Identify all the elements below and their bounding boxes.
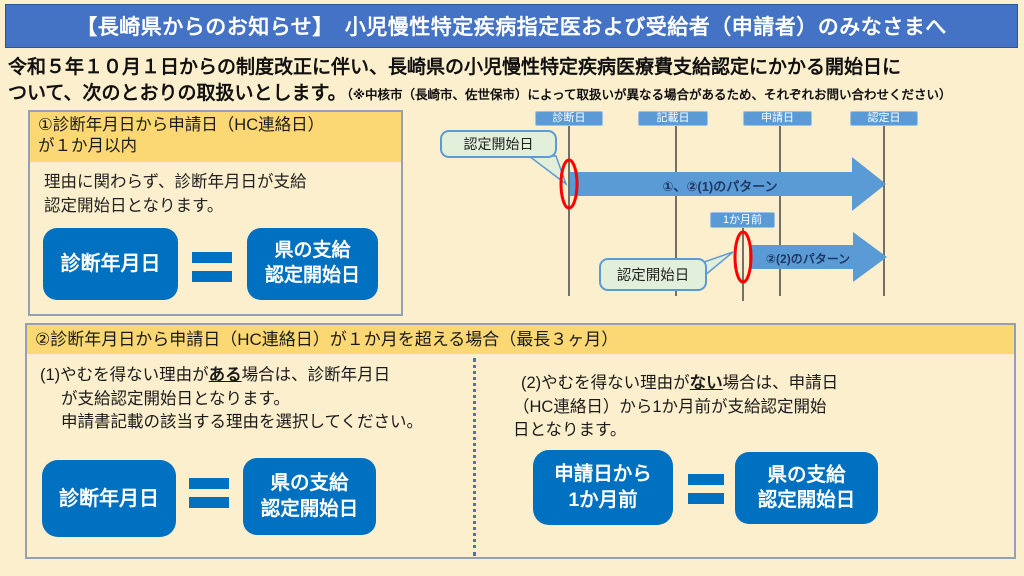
case2-sub1-text: (1)やむを得ない理由がある場合は、診断年月日 が支給認定開始日となります。 申… (40, 366, 424, 431)
case1-header: ①診断年月日から申請日（HC連絡日） が１か月以内 (30, 112, 401, 162)
one-month-before-label: 1か月前 (710, 212, 775, 228)
intro-line2: ついて、次のとおりの取扱いとします。（※中核市（長崎市、佐世保市）によって取扱い… (8, 83, 952, 104)
case2-sub2-text: (2)やむを得ない理由がない場合は、申請日 （HC連絡日）から1か月前が支給認定… (513, 374, 839, 439)
callout2-tail (703, 251, 734, 278)
start-date-callout-2: 認定開始日 (599, 258, 707, 291)
case2-sub1-date-box: 診断年月日 (42, 460, 176, 537)
title-banner: 【長崎県からのお知らせ】 小児慢性特定疾病指定医および受給者（申請者）のみなさま… (5, 4, 1018, 48)
column-divider (473, 358, 476, 556)
milestone-entry-date: 記載日 (638, 111, 708, 126)
case2-sub1-result-box: 県の支給 認定開始日 (243, 458, 376, 535)
case2-header: ②診断年月日から申請日（HC連絡日）が１か月を超える場合（最長３ヶ月） (27, 325, 1014, 354)
case2-sub2-result-box: 県の支給 認定開始日 (735, 452, 878, 524)
equals-sign (688, 474, 724, 504)
pattern1-arrow-label: ①、②(1)のパターン (662, 179, 778, 194)
milestone-application-date: 申請日 (743, 111, 812, 126)
start-date-callout-1: 認定開始日 (440, 130, 557, 158)
intro-text: 令和５年１０月１日からの制度改正に伴い、長崎県の小児慢性特定疾病医療費支給認定に… (8, 55, 1020, 108)
callout1-tail (526, 155, 568, 187)
emph-aru: ある (208, 366, 242, 384)
intro-line1: 令和５年１０月１日からの制度改正に伴い、長崎県の小児慢性特定疾病医療費支給認定に… (8, 57, 902, 78)
equals-sign (189, 478, 229, 508)
case1-date-box: 診断年月日 (43, 228, 178, 300)
equals-sign (192, 252, 232, 282)
emph-nai: ない (689, 374, 723, 392)
pattern2-arrow-label: ②(2)のパターン (765, 252, 851, 266)
highlight-circle-2 (733, 230, 753, 284)
case1-result-box: 県の支給 認定開始日 (247, 228, 378, 300)
intro-note: （※中核市（長崎市、佐世保市）によって取扱いが異なる場合があるため、それぞれお問… (346, 88, 952, 102)
page-title: 【長崎県からのお知らせ】 小児慢性特定疾病指定医および受給者（申請者）のみなさま… (76, 16, 947, 39)
milestone-diagnosis-date: 診断日 (535, 111, 603, 126)
case1-panel: ①診断年月日から申請日（HC連絡日） が１か月以内 理由に関わらず、診断年月日が… (28, 110, 403, 316)
case1-body-text: 理由に関わらず、診断年月日が支給 認定開始日となります。 (44, 173, 307, 215)
case2-sub2-date-box: 申請日から 1か月前 (533, 450, 673, 525)
highlight-circle-1 (559, 158, 579, 210)
milestone-certification-date: 認定日 (850, 111, 918, 126)
